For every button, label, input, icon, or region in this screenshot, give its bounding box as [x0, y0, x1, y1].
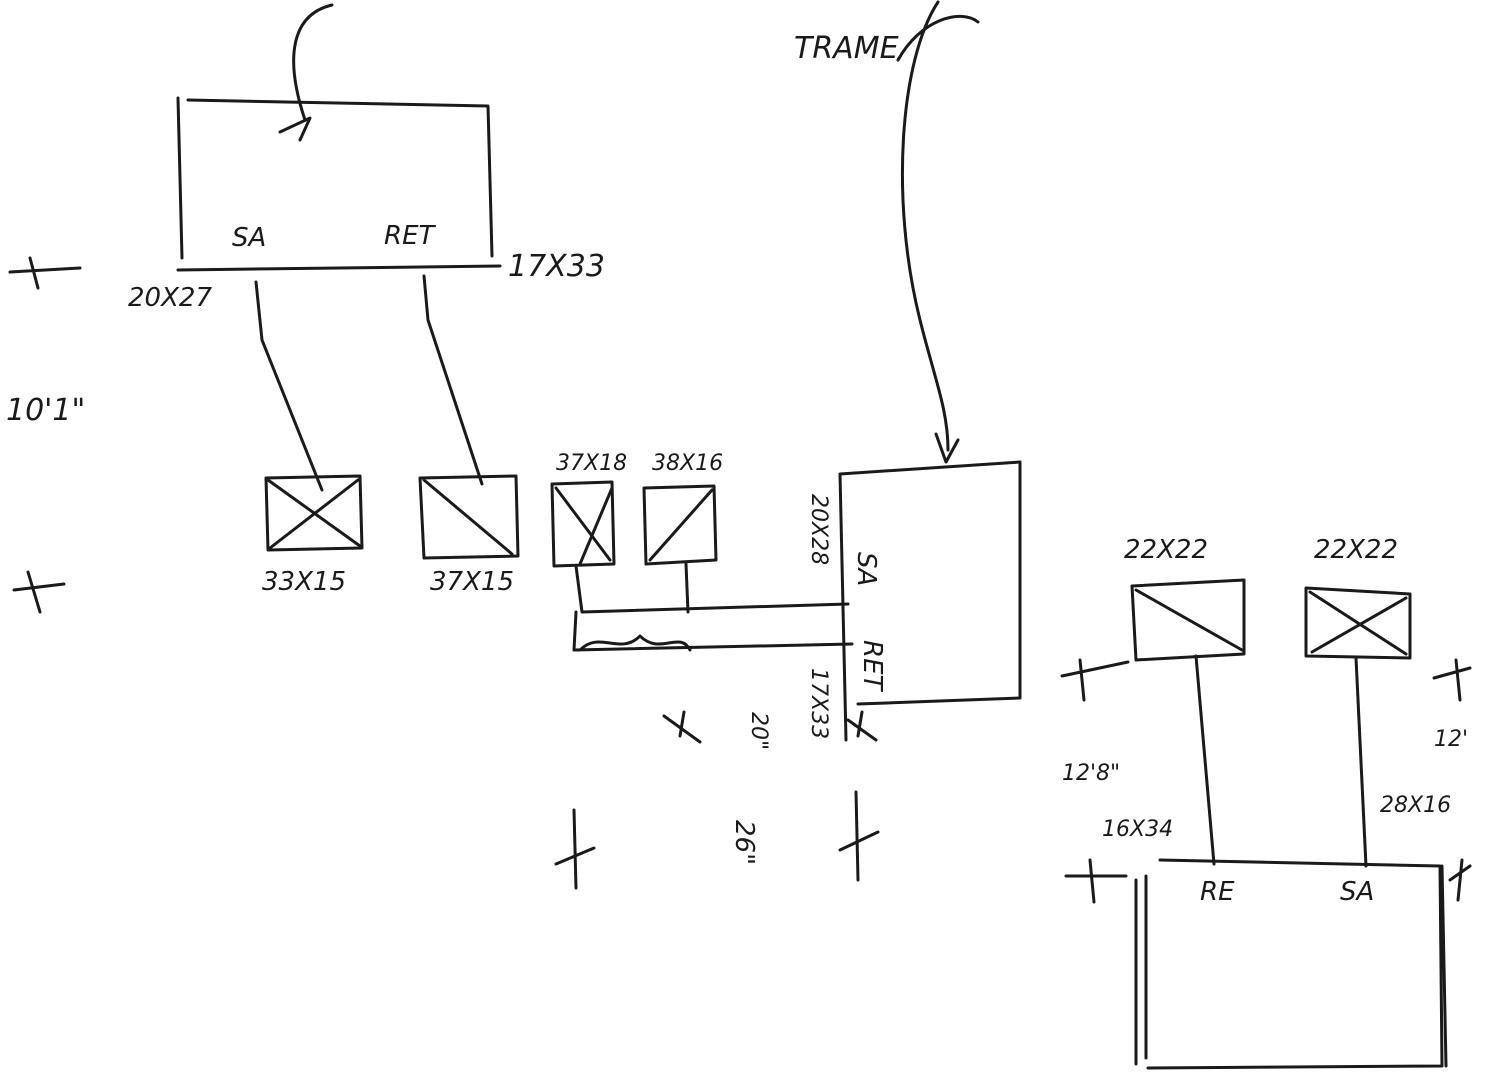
right-unit: 22X22 22X22 16X34 28X16 RE SA 12'8" 12': [1060, 535, 1472, 1070]
left-unit-return-label: RET: [384, 221, 436, 251]
right-unit-return-label: RE: [1200, 877, 1235, 907]
right-cross-mark-1: [1060, 658, 1130, 702]
right-supply-duct-size: 28X16: [1380, 793, 1451, 818]
left-cross-mark-2: [12, 570, 66, 614]
right-return-duct: [1194, 654, 1216, 866]
center-unit-box: [838, 460, 1022, 742]
left-cross-mark-1: [8, 256, 82, 290]
left-unit-supply-size: 20X27: [128, 283, 212, 313]
center-unit-return-size: 17X33: [806, 668, 831, 739]
center-dim-top: 20": [746, 712, 771, 750]
left-unit-box: [176, 96, 502, 272]
center-diffuser-2: [642, 484, 718, 566]
center-diffuser-1: [550, 480, 616, 568]
left-diffuser-2: [418, 474, 520, 560]
right-unit-supply-label: SA: [1340, 877, 1374, 907]
left-unit-leader-arrow: [278, 3, 334, 142]
center-cross-mark-2: [846, 710, 878, 742]
left-unit: SA RET 17X33 20X27 10'1" 33X15 37X15: [6, 3, 605, 614]
center-unit-leader-arrow: [896, 0, 980, 464]
right-unit-box: [1134, 858, 1448, 1070]
right-diffuser-2-size: 22X22: [1314, 535, 1398, 565]
center-supply-duct: [574, 562, 850, 614]
center-return-duct: [572, 610, 854, 652]
right-cross-mark-4: [1448, 858, 1472, 902]
center-dim-bottom: 26": [729, 820, 759, 865]
center-unit-return-label: RET: [857, 640, 887, 692]
right-cross-mark-2: [1432, 658, 1472, 702]
right-cross-mark-3: [1064, 858, 1128, 904]
center-cross-mark-4: [838, 790, 880, 882]
center-unit-supply-size: 20X28: [806, 494, 831, 565]
center-unit: TRAME SA RET 20X28 17X33 37X18 38X16 20"…: [550, 0, 1022, 890]
right-unit-height-right: 12': [1434, 727, 1468, 752]
right-diffuser-1-size: 22X22: [1124, 535, 1208, 565]
right-diffuser-1: [1130, 578, 1246, 662]
right-supply-duct: [1354, 656, 1368, 868]
left-supply-duct: [254, 280, 324, 492]
left-unit-return-size: 17X33: [508, 249, 605, 284]
left-diffuser-1-size: 33X15: [262, 567, 346, 597]
center-unit-supply-label: SA: [851, 552, 881, 586]
left-unit-height-label: 10'1": [6, 393, 85, 428]
right-unit-height-left: 12'8": [1062, 761, 1120, 786]
center-cross-mark-1: [662, 710, 702, 744]
left-return-duct: [422, 274, 484, 486]
center-cross-mark-3: [554, 808, 596, 890]
right-return-duct-size: 16X34: [1102, 817, 1173, 842]
center-diffuser-2-size: 38X16: [652, 451, 723, 476]
frame-label: TRAME: [794, 31, 899, 66]
right-diffuser-2: [1304, 586, 1412, 660]
left-diffuser-2-size: 37X15: [430, 567, 514, 597]
left-diffuser-1: [264, 474, 364, 552]
center-diffuser-1-size: 37X18: [556, 451, 627, 476]
left-unit-supply-label: SA: [232, 223, 266, 253]
